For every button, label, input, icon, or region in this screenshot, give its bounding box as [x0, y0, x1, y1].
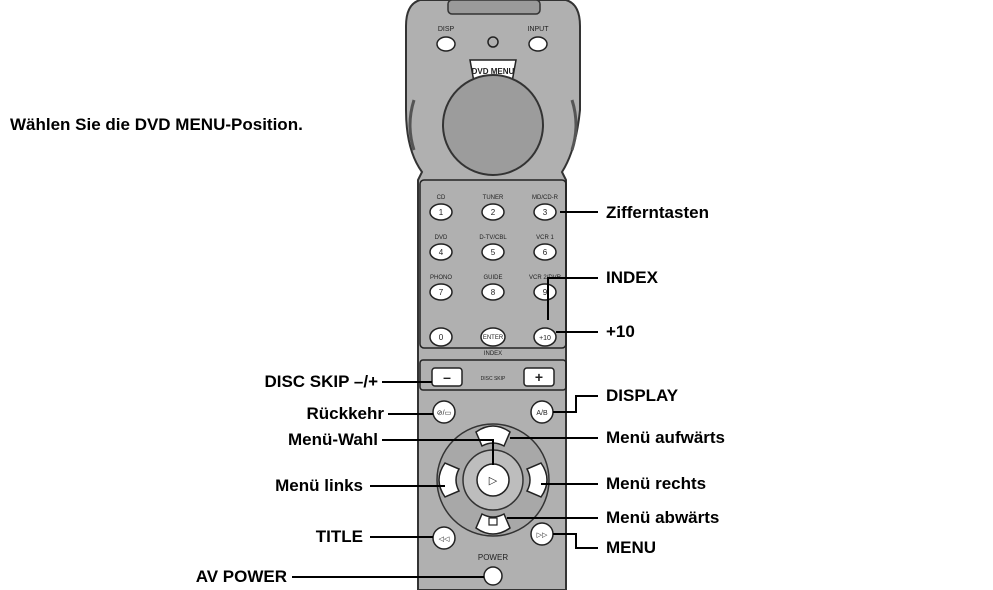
dvd-menu-caption: DVD MENU: [472, 67, 515, 76]
label-menu-right: Menü rechts: [606, 474, 707, 493]
enter-label: ENTER: [483, 335, 504, 341]
key-7-label: 7: [439, 288, 444, 297]
key-3-caption: MD/CD-R: [532, 195, 559, 201]
index-caption: INDEX: [484, 351, 502, 357]
disc-skip-frame: [419, 359, 567, 391]
selector-dial[interactable]: [442, 74, 544, 176]
key-5-caption: D-TV/CBL: [479, 235, 507, 241]
key-6[interactable]: [533, 243, 557, 261]
remote-led-icon: [487, 36, 499, 48]
key-8-caption: GUIDE: [483, 275, 502, 281]
key-7[interactable]: [429, 283, 453, 301]
label-menu-up: Menü aufwärts: [606, 428, 726, 447]
ab-label: A/B: [536, 410, 548, 417]
line-menu-select: [382, 439, 494, 465]
return-button[interactable]: [432, 400, 456, 424]
key-2[interactable]: [481, 203, 505, 221]
key-1-label: 1: [439, 208, 444, 217]
label-menu-select: Menü-Wahl: [287, 430, 378, 449]
label-disc-skip: DISC SKIP –/+: [264, 372, 378, 391]
key-9-label: 9: [543, 288, 548, 297]
disp-button[interactable]: [436, 36, 456, 52]
disc-skip-minus-button[interactable]: [431, 367, 463, 387]
label-menu: MENU: [606, 538, 657, 557]
skip-back-icon: ◁◁: [439, 536, 450, 543]
key-9[interactable]: [533, 283, 557, 301]
stop-icon: [488, 517, 498, 526]
cursor-right-button[interactable]: [525, 462, 548, 498]
disc-skip-minus-label: –: [443, 369, 451, 385]
cursor-left-button[interactable]: [438, 462, 461, 498]
key-1-caption: CD: [437, 195, 446, 201]
key-7-caption: PHONO: [430, 275, 452, 281]
plus10-key-label: +10: [539, 335, 551, 342]
key-4-caption: DVD: [435, 235, 448, 241]
key-8[interactable]: [481, 283, 505, 301]
key-1[interactable]: [429, 203, 453, 221]
label-index: INDEX: [606, 268, 658, 287]
cursor-down-button[interactable]: [475, 512, 511, 535]
disc-skip-plus-button[interactable]: [523, 367, 555, 387]
key-4-label: 4: [439, 248, 444, 257]
label-digits: Zifferntasten: [606, 203, 709, 222]
disc-skip-plus-label: +: [535, 369, 543, 385]
key-5[interactable]: [481, 243, 505, 261]
key-3-label: 3: [543, 208, 548, 217]
remote-top-slot: [447, 0, 541, 15]
key-6-caption: VCR 1: [536, 235, 554, 241]
label-menu-left: Menü links: [275, 476, 363, 495]
key-5-label: 5: [491, 248, 496, 257]
av-power-button[interactable]: [483, 566, 503, 586]
number-pad-frame: [419, 179, 567, 349]
key-4[interactable]: [429, 243, 453, 261]
key-3[interactable]: [533, 203, 557, 221]
line-index: [547, 277, 598, 320]
dial-grip-left: [408, 99, 416, 151]
key-6-label: 6: [543, 248, 548, 257]
instruction-text: Wählen Sie die DVD MENU-Position.: [10, 115, 303, 134]
power-caption: POWER: [478, 553, 508, 562]
label-av-power: AV POWER: [195, 567, 287, 586]
line-display: [553, 395, 598, 413]
label-plus10: +10: [606, 322, 635, 341]
disp-caption: DISP: [438, 26, 455, 33]
plus10-button[interactable]: [533, 327, 557, 347]
enter-button[interactable]: [480, 327, 506, 347]
key-2-caption: TUNER: [483, 195, 504, 201]
skip-forward-icon: ▷▷: [537, 532, 548, 539]
key-2-label: 2: [491, 208, 496, 217]
callout-lines: [292, 211, 598, 578]
return-key-label: ⊘/▭: [437, 410, 451, 417]
label-title: TITLE: [315, 527, 363, 546]
disc-skip-caption: DISC SKIP: [481, 376, 506, 382]
line-menu: [553, 533, 598, 549]
key-8-label: 8: [491, 288, 496, 297]
play-icon: ▷: [489, 475, 498, 487]
key-0[interactable]: [429, 327, 453, 347]
key-9-caption: VCR 2/DVR: [529, 275, 562, 281]
key-0-label: 0: [439, 333, 444, 342]
input-caption: INPUT: [528, 26, 550, 33]
label-menu-down: Menü abwärts: [606, 508, 720, 527]
input-button[interactable]: [528, 36, 548, 52]
dial-grip-right: [570, 99, 578, 151]
label-return: Rückkehr: [306, 404, 384, 423]
label-display: DISPLAY: [606, 386, 679, 405]
